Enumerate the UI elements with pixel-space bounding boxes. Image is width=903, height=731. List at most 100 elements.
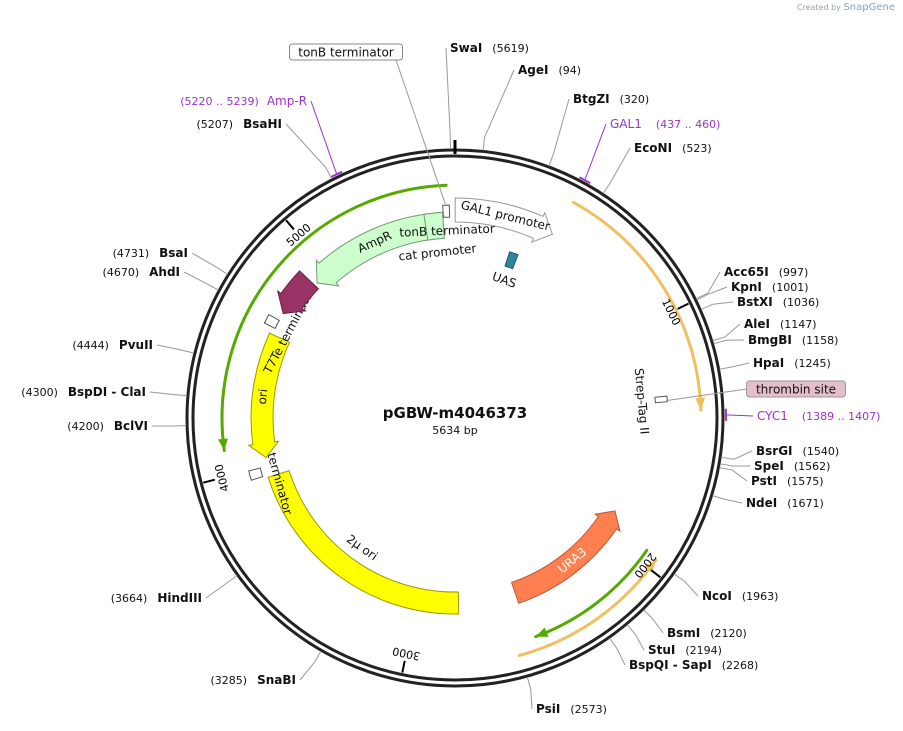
enzyme-label-kpni[interactable]: KpnI(1001) <box>731 280 808 294</box>
enzyme-label-snabi[interactable]: (3285)SnaBI <box>211 673 296 687</box>
enzyme-leader-line <box>712 495 743 504</box>
feature-cat-promoter[interactable] <box>423 211 445 241</box>
feature-tonb-terminator[interactable] <box>442 204 451 218</box>
enzyme-name: PsiI <box>536 702 560 716</box>
enzyme-label-agei[interactable]: AgeI (94) <box>518 63 581 77</box>
enzyme-leader-line <box>548 98 570 167</box>
primer-label-amp-r[interactable]: (5220 .. 5239)Amp-R <box>180 94 307 108</box>
enzyme-name: NcoI <box>702 589 732 603</box>
tick-label: 1000 <box>659 297 683 328</box>
callout-leader-line <box>395 59 447 207</box>
enzyme-leader-line <box>713 339 745 345</box>
enzyme-name: BspQI - SapI <box>629 658 712 672</box>
enzyme-leader-line <box>719 362 750 370</box>
enzyme-name: AgeI <box>518 63 548 77</box>
enzyme-label-bspqi-sapi[interactable]: BspQI - SapI(2268) <box>629 658 758 672</box>
enzyme-name: SpeI <box>754 459 784 473</box>
feature-t7te-terminator[interactable] <box>263 313 280 330</box>
primer-label-gal1[interactable]: GAL1(437 .. 460) <box>610 117 720 131</box>
enzyme-position: (4300) <box>21 386 58 399</box>
enzyme-leader-line <box>149 391 187 397</box>
enzyme-label-bclvi[interactable]: (4200)BclVI <box>67 419 148 433</box>
feature-label-ori: ori <box>255 388 271 405</box>
primer-range: (437 .. 460) <box>656 118 721 131</box>
feature-ura3[interactable] <box>510 510 621 604</box>
enzyme-position: (1036) <box>783 296 820 309</box>
orf-arc-head <box>535 627 549 637</box>
enzyme-label-hindiii[interactable]: (3664)HindIII <box>111 591 202 605</box>
enzyme-label-ncoi[interactable]: NcoI(1963) <box>702 589 778 603</box>
enzyme-position: (2194) <box>685 644 722 657</box>
feature-2-ori[interactable] <box>267 469 460 615</box>
feature-label-tonb-terminator: tonB terminator <box>399 222 495 240</box>
enzyme-label-ndei[interactable]: NdeI(1671) <box>746 496 824 510</box>
feature-t3te-terminator[interactable] <box>248 467 264 481</box>
enzyme-position: (1562) <box>794 460 831 473</box>
enzyme-position: (1540) <box>803 445 840 458</box>
enzyme-label-btgzi[interactable]: BtgZI(320) <box>573 92 649 106</box>
enzyme-position: (2573) <box>570 703 607 716</box>
enzyme-label-psii[interactable]: PsiI (2573) <box>536 702 607 716</box>
enzyme-label-spei[interactable]: SpeI (1562) <box>754 459 830 473</box>
feature-strep-tag-ii[interactable] <box>654 395 668 404</box>
enzyme-name: EcoNI <box>634 141 672 155</box>
feature-rop[interactable] <box>276 270 320 315</box>
enzyme-label-bsrgi[interactable]: BsrGI (1540) <box>756 444 839 458</box>
primer-label-cyc1[interactable]: CYC1 (1389 .. 1407) <box>757 409 880 423</box>
primer-mark <box>579 176 591 184</box>
enzyme-leader-line <box>191 252 228 275</box>
feature-ori[interactable] <box>247 332 291 459</box>
tick-mark <box>677 302 689 310</box>
enzyme-position: (1671) <box>787 497 824 510</box>
enzyme-label-swai[interactable]: SwaI(5619) <box>450 41 529 55</box>
callout-leader-line <box>666 388 747 402</box>
enzyme-name: BmgBI <box>748 333 792 347</box>
enzyme-label-psti[interactable]: PstI(1575) <box>751 474 824 488</box>
feature-label-cat-promoter: cat promoter <box>398 241 477 263</box>
enzyme-label-bsmi[interactable]: BsmI(2120) <box>667 626 747 640</box>
enzyme-label-bstxi[interactable]: BstXI (1036) <box>737 295 819 309</box>
enzyme-label-acc65i[interactable]: Acc65I(997) <box>724 265 808 279</box>
orf-arc <box>220 183 448 452</box>
enzyme-label-bspdi-clai[interactable]: (4300)BspDI - ClaI <box>21 385 146 399</box>
enzyme-name: BstXI <box>737 295 773 309</box>
enzyme-leader-line <box>183 271 219 291</box>
feature-gal1-promoter[interactable] <box>454 197 554 243</box>
backbone-inner-circle <box>191 154 719 682</box>
feature-uas[interactable] <box>504 251 519 270</box>
tick-mark <box>202 478 216 484</box>
enzyme-label-bsahi[interactable]: (5207)BsaHI <box>197 117 282 131</box>
enzyme-leader-line <box>719 463 751 467</box>
enzyme-position: (320) <box>620 93 650 106</box>
primer-name: CYC1 <box>757 409 788 423</box>
enzyme-name: KpnI <box>731 280 762 294</box>
enzyme-leader-line <box>695 271 721 300</box>
enzyme-position: (4731) <box>113 247 150 260</box>
enzyme-label-alei[interactable]: AleI(1147) <box>744 317 817 331</box>
enzyme-label-pvuii[interactable]: (4444)PvuII <box>72 338 153 352</box>
callout-box-tonb-terminator[interactable] <box>289 43 403 61</box>
tick-label: 3000 <box>391 644 421 662</box>
enzyme-label-ahdi[interactable]: (4670)AhdI <box>103 265 180 279</box>
enzyme-label-stui[interactable]: StuI(2194) <box>648 643 722 657</box>
enzyme-position: (5619) <box>492 42 529 55</box>
enzyme-label-bmgbi[interactable]: BmgBI(1158) <box>748 333 838 347</box>
callout-box-thrombin-site[interactable] <box>746 380 846 398</box>
snapgene-credit: Created by SnapGene <box>796 2 895 13</box>
enzyme-label-hpai[interactable]: HpaI(1245) <box>753 356 831 370</box>
enzyme-position: (4670) <box>103 266 140 279</box>
enzyme-position: (94) <box>558 64 581 77</box>
enzyme-label-bsai[interactable]: (4731)BsaI <box>113 246 188 260</box>
enzyme-position: (1575) <box>787 475 824 488</box>
enzyme-leader-line <box>643 609 664 634</box>
orf-arc-head <box>217 438 228 451</box>
orf-arc <box>534 548 649 639</box>
enzyme-leader-line <box>445 47 452 150</box>
enzyme-label-econi[interactable]: EcoNI(523) <box>634 141 712 155</box>
enzyme-position: (1147) <box>780 318 817 331</box>
enzyme-leader-line <box>712 323 741 342</box>
enzyme-name: BsrGI <box>756 444 793 458</box>
callout-label-tonb-terminator: tonB terminator <box>298 46 394 60</box>
primer-range: (1389 .. 1407) <box>802 410 881 423</box>
